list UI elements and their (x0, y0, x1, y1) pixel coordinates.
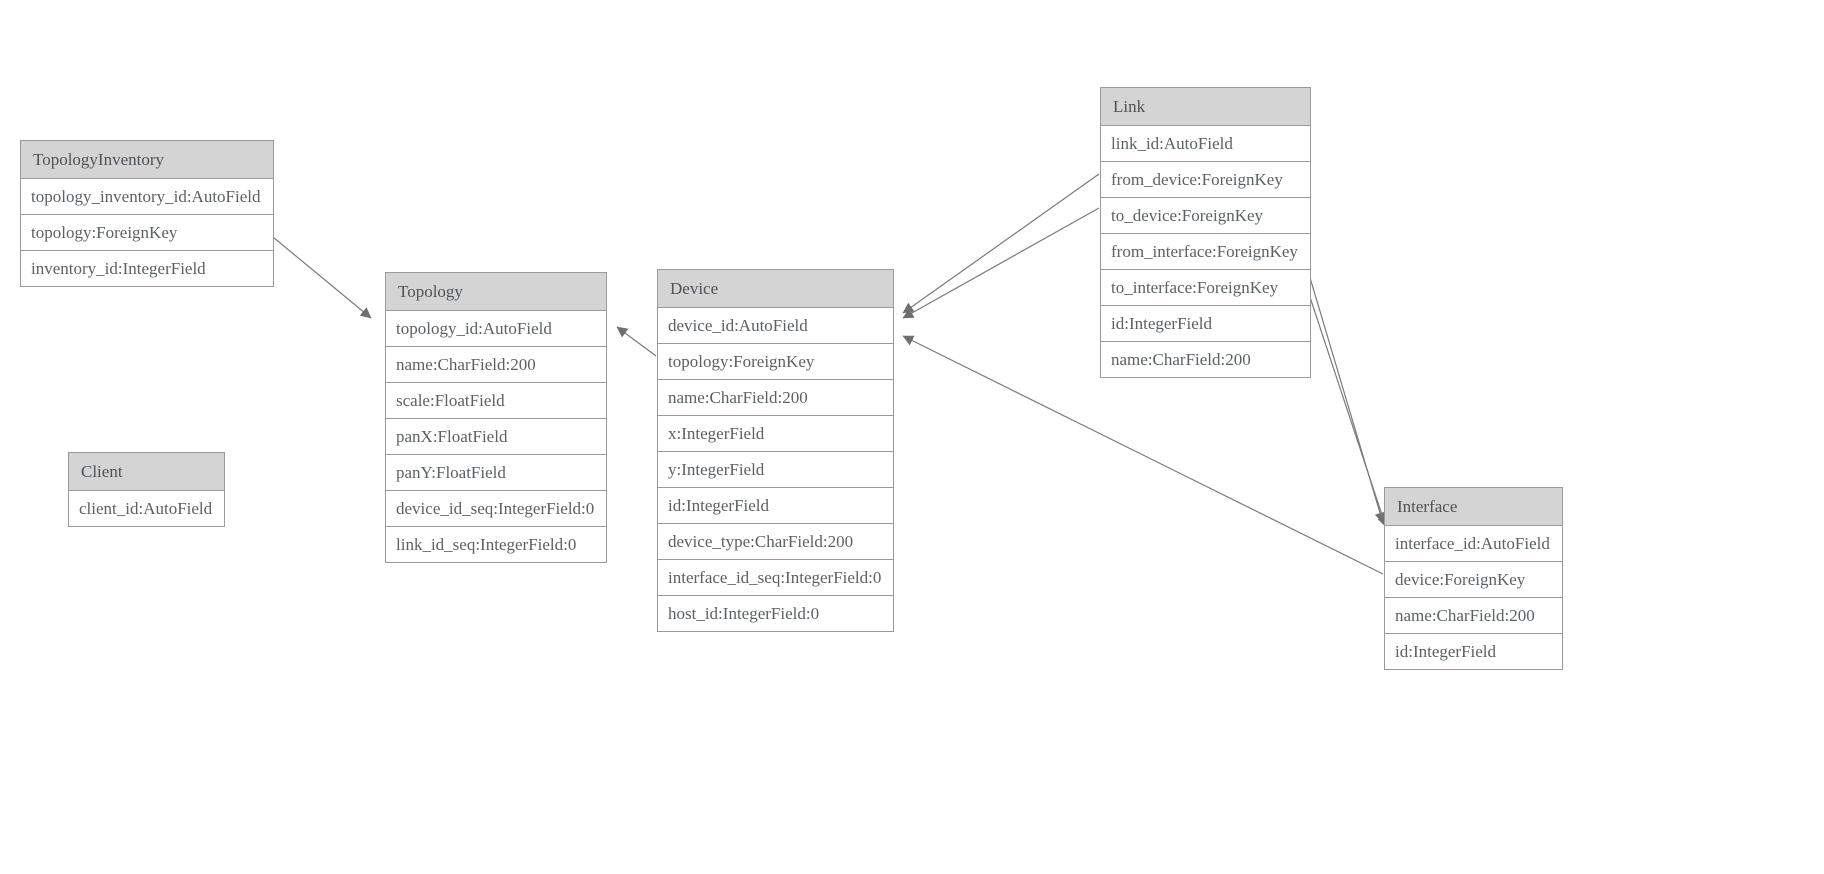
entity-field[interactable]: id:IntegerField (1385, 634, 1562, 669)
entity-field[interactable]: to_device:ForeignKey (1101, 198, 1310, 234)
entity-client[interactable]: Client client_id:AutoField (68, 452, 225, 527)
entity-field[interactable]: device_type:CharField:200 (658, 524, 893, 560)
entity-field[interactable]: interface_id:AutoField (1385, 526, 1562, 562)
entity-interface[interactable]: Interface interface_id:AutoField device:… (1384, 487, 1563, 670)
entity-field[interactable]: device_id_seq:IntegerField:0 (386, 491, 606, 527)
entity-field[interactable]: link_id:AutoField (1101, 126, 1310, 162)
entity-field[interactable]: to_interface:ForeignKey (1101, 270, 1310, 306)
edge-topologyinventory-topology (261, 227, 372, 319)
entity-field[interactable]: x:IntegerField (658, 416, 893, 452)
entity-field[interactable]: name:CharField:200 (1385, 598, 1562, 634)
edge-link-from-interface (1299, 243, 1386, 524)
entity-field[interactable]: topology_inventory_id:AutoField (21, 179, 273, 215)
edge-link-to-device (902, 207, 1100, 319)
entity-field[interactable]: y:IntegerField (658, 452, 893, 488)
entity-field[interactable]: topology:ForeignKey (658, 344, 893, 380)
entity-field[interactable]: host_id:IntegerField:0 (658, 596, 893, 631)
edge-link-to-interface (1302, 275, 1388, 528)
entity-field[interactable]: panX:FloatField (386, 419, 606, 455)
entity-topologyinventory[interactable]: TopologyInventory topology_inventory_id:… (20, 140, 274, 287)
entity-field[interactable]: device_id:AutoField (658, 308, 893, 344)
entity-field[interactable]: topology_id:AutoField (386, 311, 606, 347)
entity-field[interactable]: link_id_seq:IntegerField:0 (386, 527, 606, 562)
entity-field[interactable]: from_device:ForeignKey (1101, 162, 1310, 198)
entity-field[interactable]: client_id:AutoField (69, 491, 224, 526)
entity-field[interactable]: scale:FloatField (386, 383, 606, 419)
entity-field[interactable]: id:IntegerField (658, 488, 893, 524)
entity-device[interactable]: Device device_id:AutoField topology:Fore… (657, 269, 894, 632)
entity-title: Client (69, 453, 224, 491)
entity-topology[interactable]: Topology topology_id:AutoField name:Char… (385, 272, 607, 563)
entity-field[interactable]: panY:FloatField (386, 455, 606, 491)
entity-title: Interface (1385, 488, 1562, 526)
edge-device-topology (616, 326, 657, 357)
edge-link-from-device (902, 173, 1100, 314)
entity-field[interactable]: id:IntegerField (1101, 306, 1310, 342)
entity-field[interactable]: name:CharField:200 (658, 380, 893, 416)
entity-title: Link (1101, 88, 1310, 126)
entity-title: TopologyInventory (21, 141, 273, 179)
entity-field[interactable]: interface_id_seq:IntegerField:0 (658, 560, 893, 596)
entity-field[interactable]: device:ForeignKey (1385, 562, 1562, 598)
entity-title: Topology (386, 273, 606, 311)
entity-link[interactable]: Link link_id:AutoField from_device:Forei… (1100, 87, 1311, 378)
entity-field[interactable]: name:CharField:200 (386, 347, 606, 383)
entity-field[interactable]: topology:ForeignKey (21, 215, 273, 251)
entity-field[interactable]: inventory_id:IntegerField (21, 251, 273, 286)
entity-field[interactable]: name:CharField:200 (1101, 342, 1310, 377)
entity-field[interactable]: from_interface:ForeignKey (1101, 234, 1310, 270)
entity-title: Device (658, 270, 893, 308)
